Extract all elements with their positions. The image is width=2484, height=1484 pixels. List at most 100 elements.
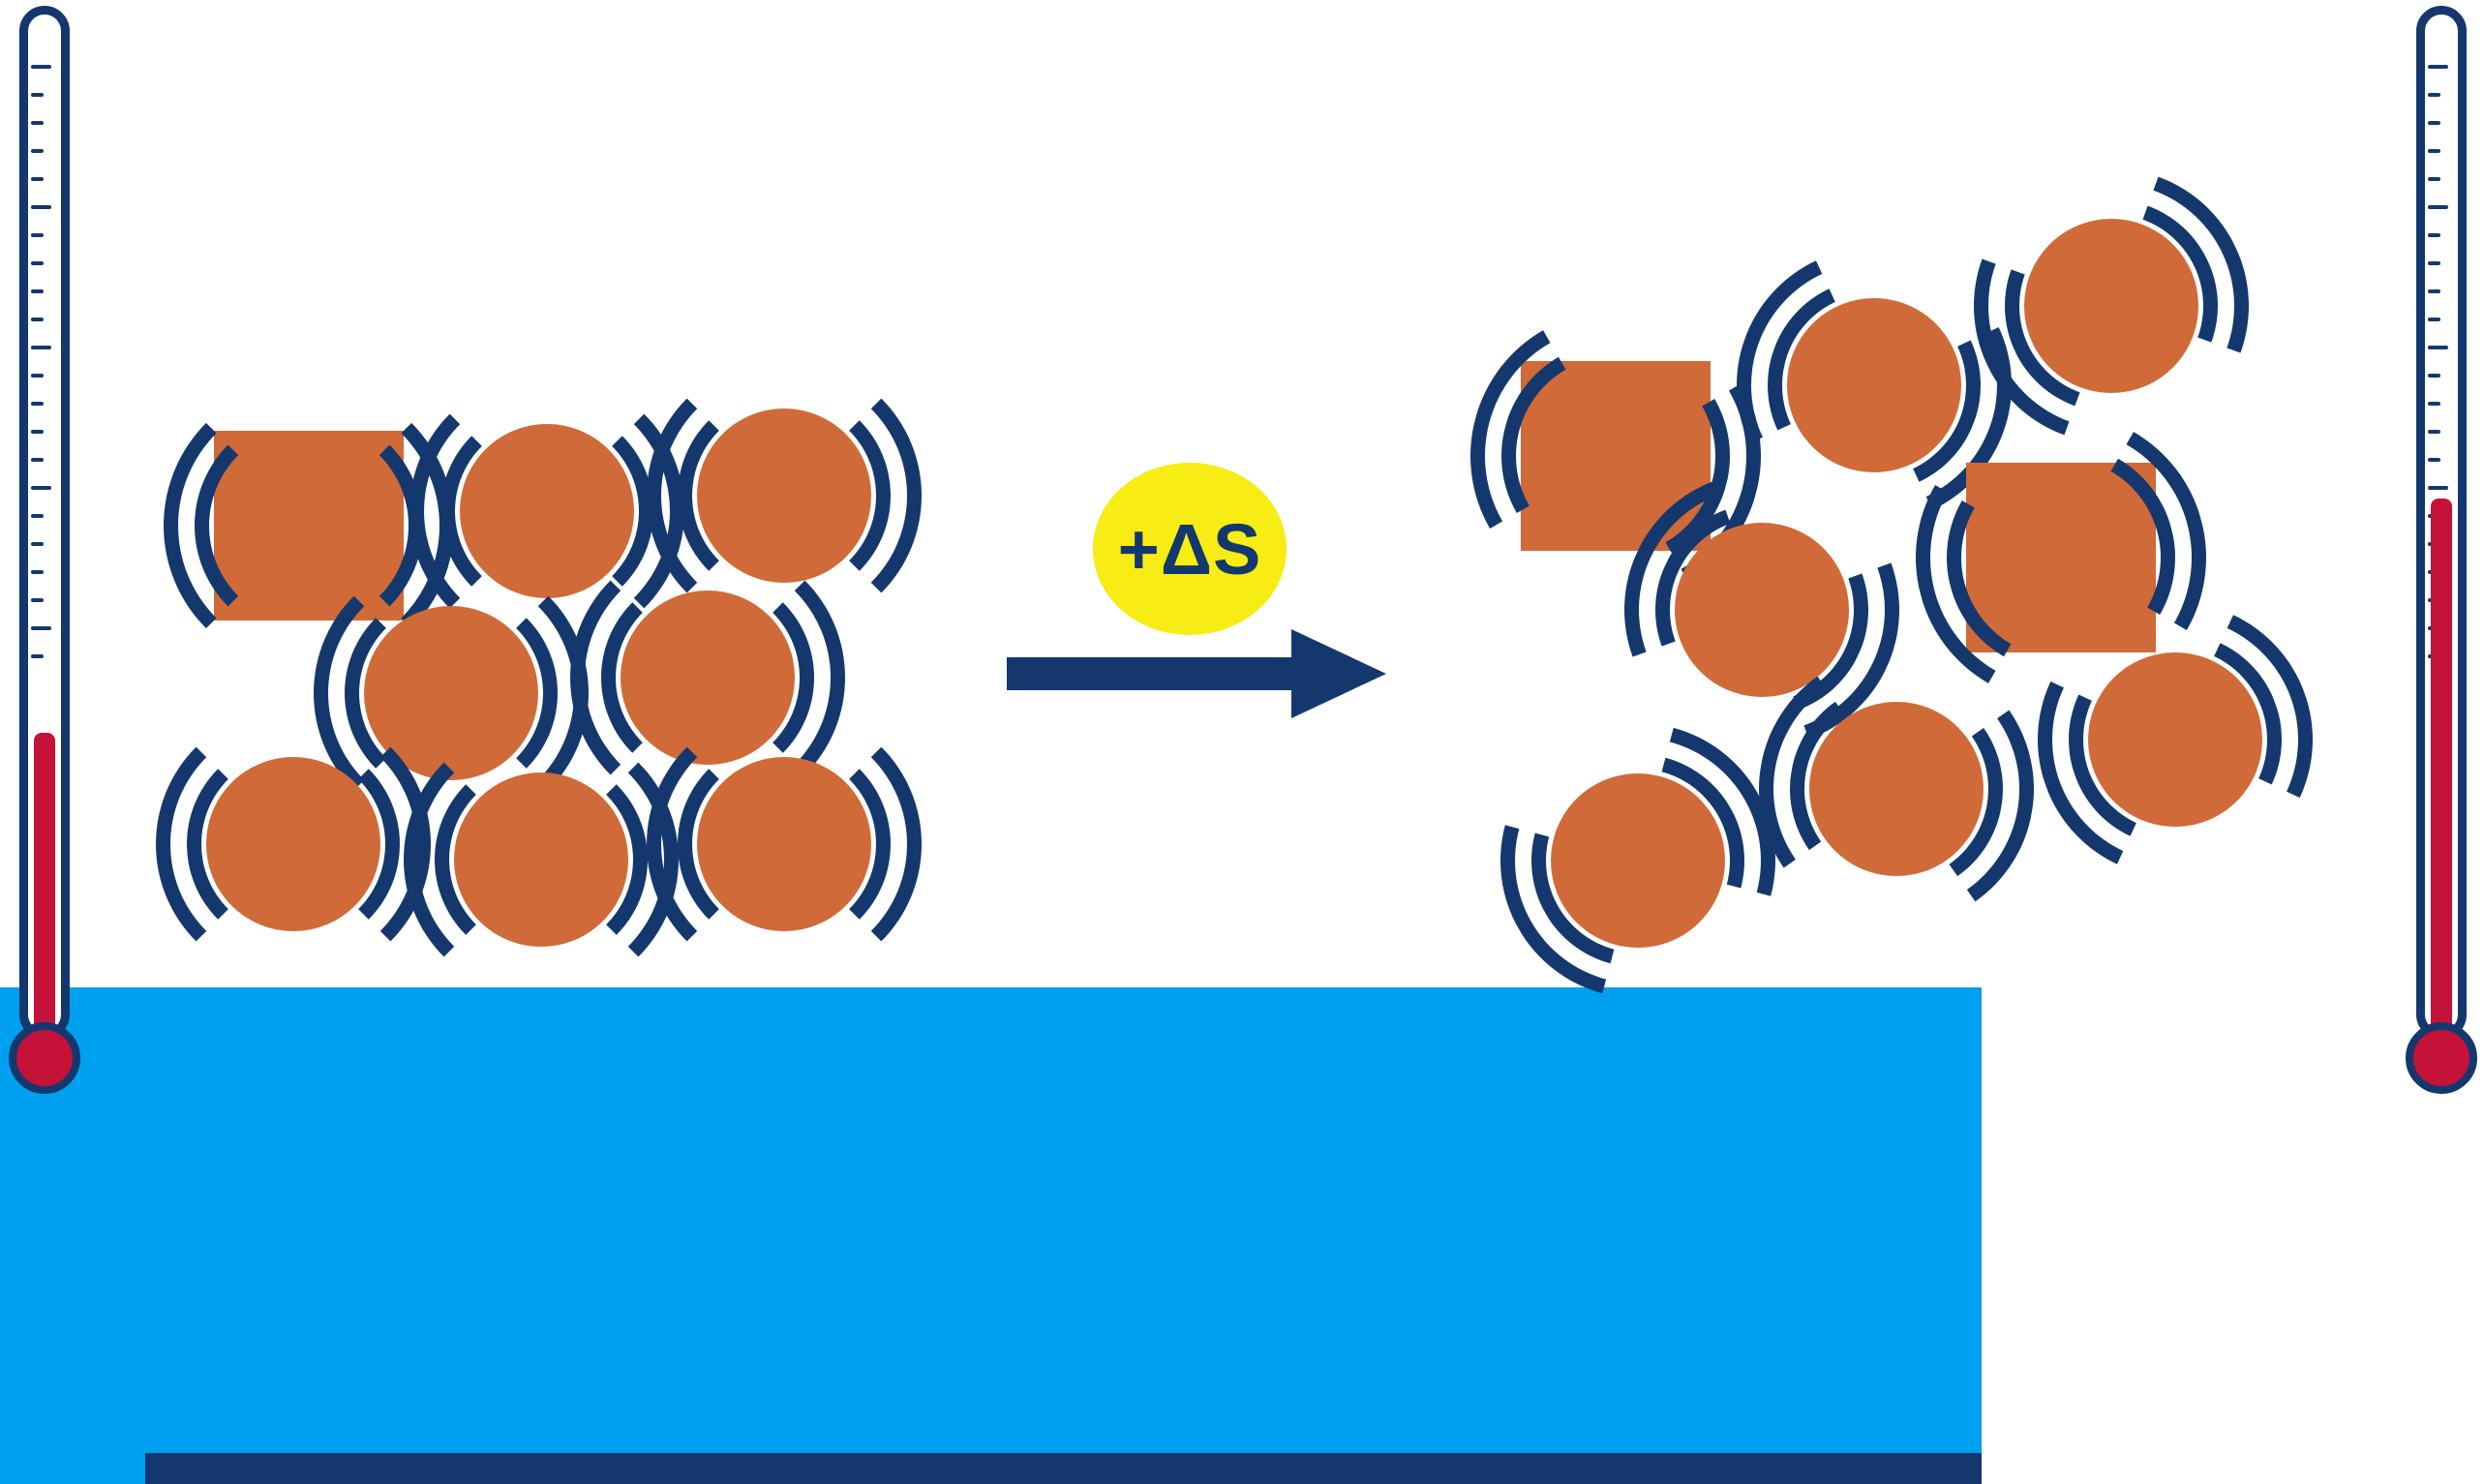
vibration-arcs xyxy=(1928,123,2294,489)
vibration-arc-icon xyxy=(2039,603,2312,876)
scale-tick xyxy=(31,458,44,462)
thermometer-left xyxy=(9,6,80,1109)
vibration-arc-icon xyxy=(1492,714,1784,1007)
vibration-arc-icon xyxy=(435,753,648,966)
scale-tick xyxy=(31,318,44,321)
arrow-head-icon xyxy=(1291,629,1386,718)
vibration-arc-icon xyxy=(345,587,558,800)
vibration-arc-icon xyxy=(1998,562,2352,917)
vibration-arc-icon xyxy=(647,707,922,982)
circle-particle-body xyxy=(697,757,871,931)
thermometer-tube xyxy=(19,6,70,1040)
circle-particle-body xyxy=(1787,298,1961,472)
scale-tick xyxy=(31,65,51,69)
vibration-arc-icon xyxy=(164,380,454,671)
square-particle-body xyxy=(1966,463,2156,652)
square-particle-body xyxy=(214,431,404,621)
scale-tick xyxy=(2428,346,2448,349)
reaction-arrow xyxy=(1007,629,1386,718)
scale-tick xyxy=(31,121,44,125)
vibration-arc-icon xyxy=(1928,123,2294,489)
vibration-arc-icon xyxy=(1620,468,1904,752)
vibration-arc-icon xyxy=(156,707,431,982)
scale-tick xyxy=(31,542,44,546)
vibration-arcs xyxy=(156,707,431,982)
circle-particle xyxy=(1998,562,2352,917)
vibration-arc-icon xyxy=(409,374,684,649)
scale-tick xyxy=(2428,374,2440,378)
scale-tick xyxy=(31,514,44,518)
scale-tick xyxy=(31,654,44,658)
vibration-arc-icon xyxy=(1620,468,1904,752)
vibration-arc-icon xyxy=(1737,629,2056,949)
vibration-arcs xyxy=(314,556,589,831)
vibration-arc-icon xyxy=(1492,714,1784,1007)
scale-tick xyxy=(31,149,44,153)
mercury-bulb xyxy=(2406,1022,2477,1094)
scale-tick xyxy=(31,93,44,97)
scale-tick xyxy=(2428,205,2448,209)
vibration-arc-icon xyxy=(195,411,423,640)
square-particle xyxy=(1883,379,2239,736)
vibration-arc-icon xyxy=(1772,665,2020,913)
vibration-arcs xyxy=(647,707,922,982)
vibration-arc-icon xyxy=(345,587,558,800)
circle-particle xyxy=(404,722,679,997)
scale-tick xyxy=(2428,233,2440,237)
vibration-arc-icon xyxy=(1475,316,1756,596)
circle-particle-body xyxy=(1675,523,1849,697)
vibration-arc-icon xyxy=(314,556,589,831)
entropy-change-badge: +ΔS xyxy=(1093,463,1287,635)
vibration-arc-icon xyxy=(440,405,653,618)
vibration-arc-icon xyxy=(1738,249,2011,522)
vibration-arcs xyxy=(570,540,845,815)
scale-tick xyxy=(31,233,44,237)
scale-tick xyxy=(31,598,44,602)
vibration-arc-icon xyxy=(187,738,400,951)
circle-particle xyxy=(314,556,589,831)
vibration-arc-icon xyxy=(1738,249,2011,522)
arrow-shaft xyxy=(1007,657,1293,690)
vibration-arcs xyxy=(1697,208,2051,562)
thermometer-right xyxy=(2406,6,2477,1109)
circle-particle-body xyxy=(2088,652,2262,827)
vibration-arc-icon xyxy=(678,738,891,951)
circle-particle-body xyxy=(1809,702,1984,876)
scale-tick xyxy=(2428,318,2440,321)
scale-tick xyxy=(2428,430,2440,434)
vibration-arcs xyxy=(409,374,684,649)
vibration-arc-icon xyxy=(187,738,400,951)
circle-particle xyxy=(570,540,845,815)
scale-tick xyxy=(31,570,44,574)
circle-particle xyxy=(1579,427,1945,793)
vibration-arcs xyxy=(1438,278,1794,634)
vibration-arc-icon xyxy=(1697,208,2051,562)
vibration-arc-icon xyxy=(1438,278,1794,634)
vibration-arc-icon xyxy=(1438,278,1794,634)
scale-tick xyxy=(2428,458,2440,462)
scale-tick xyxy=(31,402,44,406)
vibration-arc-icon xyxy=(570,540,845,815)
circle-particle xyxy=(409,374,684,649)
vibration-arc-icon xyxy=(314,556,589,831)
scale-tick xyxy=(31,486,51,490)
circle-particle xyxy=(1697,208,2051,562)
thermometer-tube xyxy=(2416,6,2467,1040)
vibration-arc-icon xyxy=(1928,123,2294,489)
mercury-column xyxy=(2431,499,2452,1027)
scale-tick xyxy=(2428,289,2440,293)
circle-particle xyxy=(1450,673,1826,1048)
vibration-arcs xyxy=(647,358,922,633)
circle-particle-body xyxy=(621,591,795,765)
scale-tick xyxy=(31,374,44,378)
square-particle xyxy=(164,380,454,671)
vibration-arc-icon xyxy=(647,707,922,982)
vibration-arc-icon xyxy=(678,389,891,602)
vibration-arc-icon xyxy=(601,571,814,784)
entropy-change-label: +ΔS xyxy=(1117,508,1262,590)
scale-tick xyxy=(2428,93,2440,97)
circle-particle-body xyxy=(454,772,628,947)
circle-particle xyxy=(647,707,922,982)
vibration-arc-icon xyxy=(156,707,431,982)
